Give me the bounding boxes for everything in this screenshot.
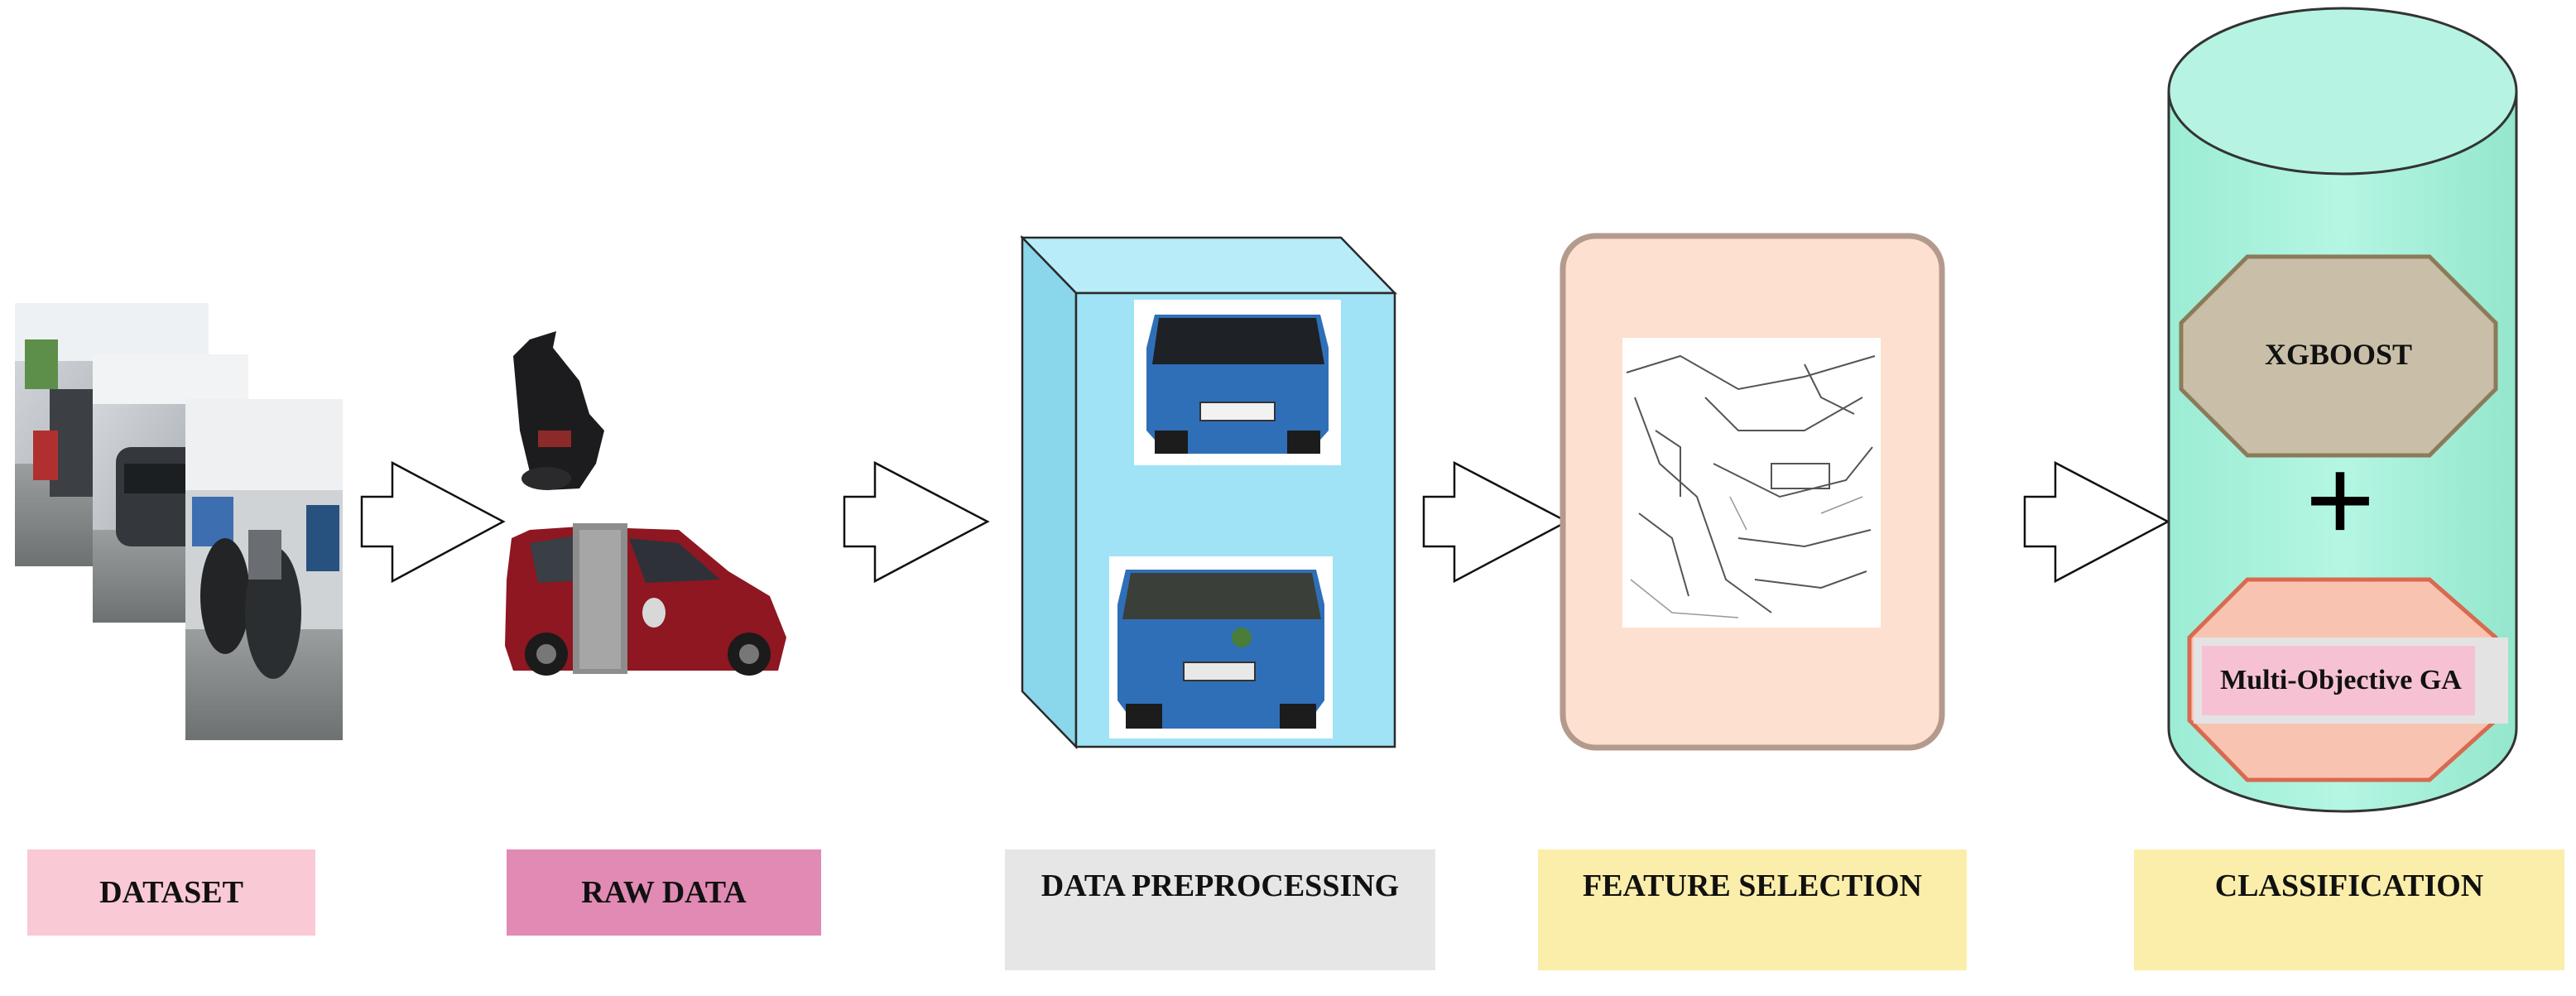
xgboost-node: XGBOOST (2179, 254, 2498, 458)
plus-icon: + (2304, 432, 2375, 570)
dataset-photo-front (185, 399, 343, 740)
ga-node: Multi-Objective GA (2187, 577, 2508, 782)
dataset-label: DATASET (27, 849, 315, 936)
arrow-3 (1422, 460, 1569, 584)
car-cutout (505, 523, 786, 676)
data-preprocessing-label: DATA PREPROCESSING (1005, 849, 1435, 970)
scooter-cutout (513, 331, 604, 490)
xgboost-label: XGBOOST (2265, 338, 2412, 371)
ga-label: Multi-Objective GA (2220, 665, 2462, 695)
feature-selection-label: FEATURE SELECTION (1538, 849, 1967, 970)
feature-selection-box (1560, 233, 1945, 751)
preprocessed-car-image-2 (1109, 556, 1333, 739)
arrow-1 (360, 460, 506, 584)
classification-label: CLASSIFICATION (2134, 849, 2564, 970)
preprocessed-car-image-1 (1134, 300, 1341, 465)
dataset-photo-stack (15, 303, 343, 740)
arrow-2 (843, 460, 990, 584)
raw-data-label: RAW DATA (507, 849, 821, 936)
arrow-4 (2023, 460, 2170, 584)
preprocessing-box (1020, 234, 1397, 750)
edge-detected-image (1622, 338, 1881, 628)
raw-data-cutouts (505, 331, 786, 676)
